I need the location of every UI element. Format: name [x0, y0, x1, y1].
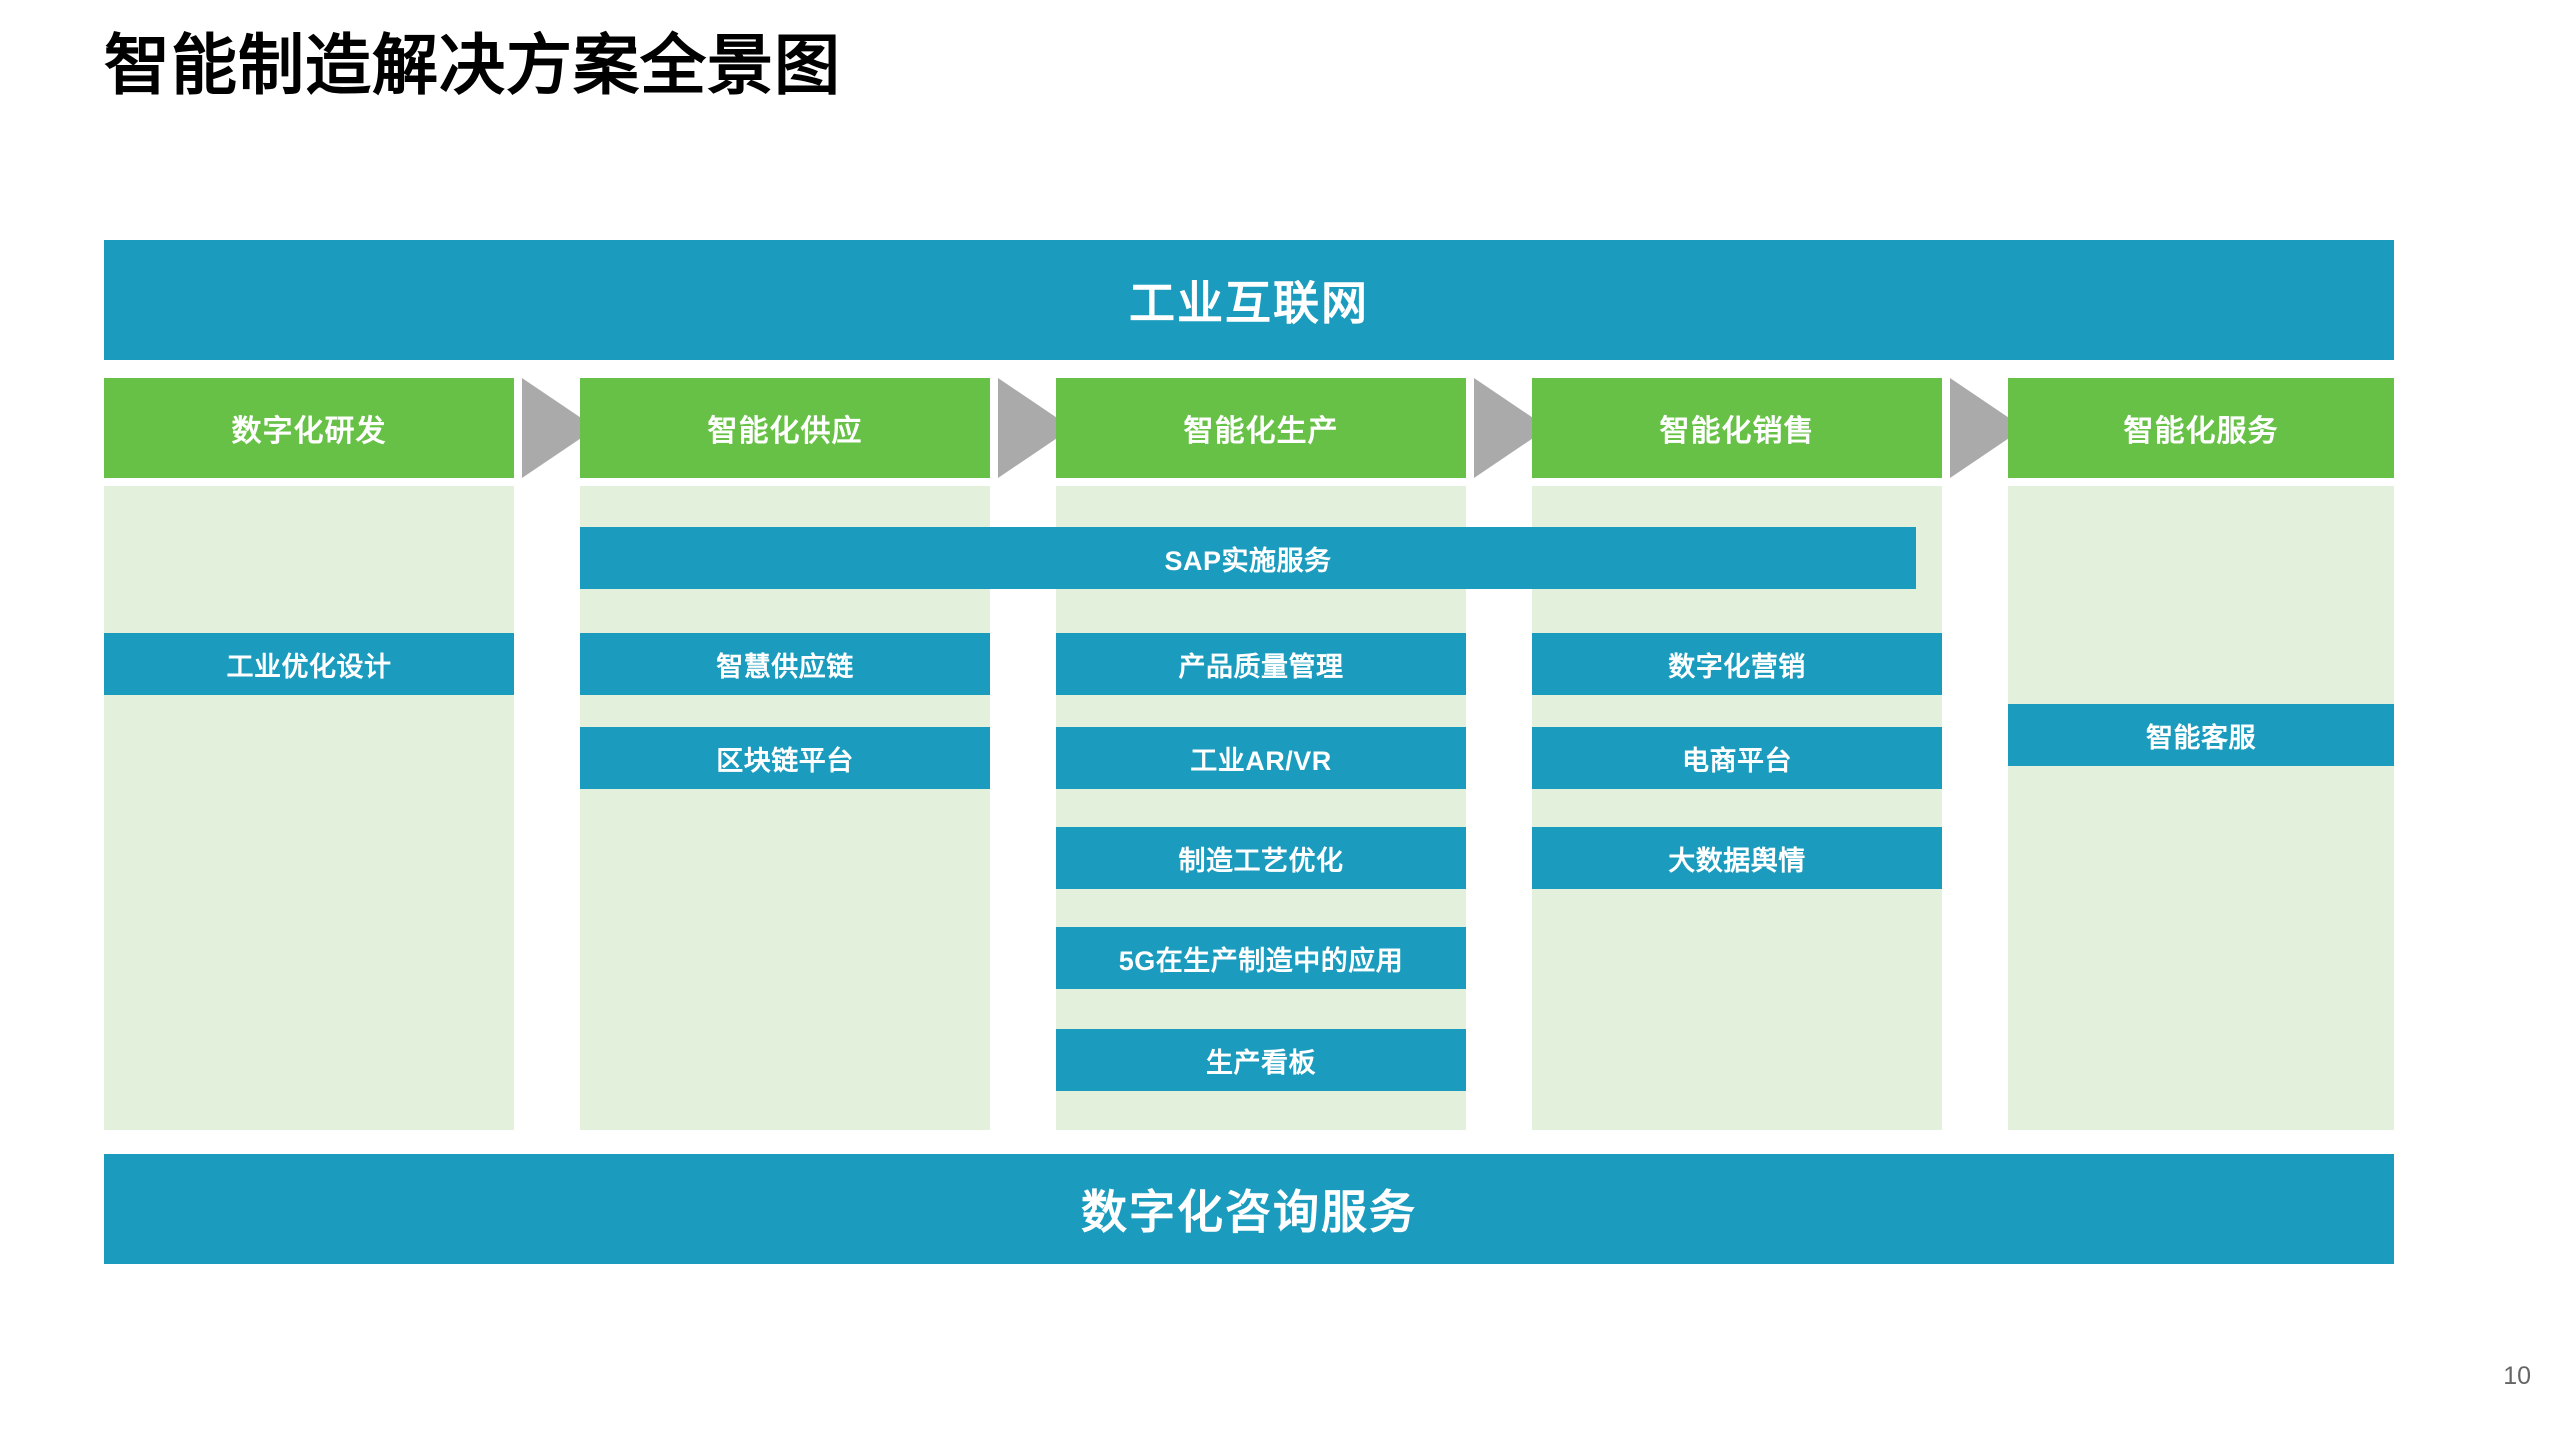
item-5g-in-manufacturing[interactable]: 5G在生产制造中的应用 — [1056, 927, 1466, 989]
item-product-quality-management[interactable]: 产品质量管理 — [1056, 633, 1466, 695]
column-header-smart-sales[interactable]: 智能化销售 — [1532, 378, 1942, 478]
item-ecommerce-platform[interactable]: 电商平台 — [1532, 727, 1942, 789]
column-header-label: 数字化研发 — [231, 415, 387, 448]
item-label: 智能客服 — [2146, 722, 2256, 753]
arrow-right-icon-2 — [998, 378, 1072, 478]
page-number: 10 — [2503, 1362, 2531, 1390]
item-label: 区块链平台 — [716, 745, 854, 776]
industrial-internet-band-label: 工业互联网 — [1129, 277, 1369, 329]
column-body-smart-supply — [580, 486, 990, 1130]
item-industrial-ar-vr[interactable]: 工业AR/VR — [1056, 727, 1466, 789]
item-label: 生产看板 — [1206, 1047, 1316, 1078]
column-header-digital-rnd[interactable]: 数字化研发 — [104, 378, 514, 478]
item-production-dashboard[interactable]: 生产看板 — [1056, 1029, 1466, 1091]
digital-consulting-band-label: 数字化咨询服务 — [1081, 1186, 1417, 1238]
column-body-smart-service — [2008, 486, 2394, 1130]
column-smart-service[interactable]: 智能化服务 智能客服 — [2008, 378, 2394, 1130]
column-smart-production[interactable]: 智能化生产 产品质量管理 工业AR/VR 制造工艺优化 5G在生产制造中的应用 … — [1056, 378, 1466, 1130]
column-digital-rnd[interactable]: 数字化研发 工业优化设计 — [104, 378, 514, 1130]
item-intelligent-customer-service[interactable]: 智能客服 — [2008, 704, 2394, 766]
industrial-internet-band: 工业互联网 — [104, 240, 2394, 360]
item-label: 工业AR/VR — [1190, 745, 1332, 776]
item-manufacturing-process-optimization[interactable]: 制造工艺优化 — [1056, 827, 1466, 889]
item-label: 制造工艺优化 — [1178, 845, 1344, 876]
sap-implementation-service-label: SAP实施服务 — [1164, 545, 1332, 576]
item-label: 产品质量管理 — [1178, 651, 1344, 682]
column-header-label: 智能化生产 — [1183, 415, 1339, 448]
item-blockchain-platform[interactable]: 区块链平台 — [580, 727, 990, 789]
column-header-smart-production[interactable]: 智能化生产 — [1056, 378, 1466, 478]
column-header-label: 智能化供应 — [707, 415, 863, 448]
digital-consulting-band: 数字化咨询服务 — [104, 1154, 2394, 1264]
item-smart-supply-chain[interactable]: 智慧供应链 — [580, 633, 990, 695]
arrow-right-icon-1 — [522, 378, 596, 478]
column-header-label: 智能化服务 — [2123, 415, 2279, 448]
item-digital-marketing[interactable]: 数字化营销 — [1532, 633, 1942, 695]
arrow-right-icon-3 — [1474, 378, 1548, 478]
column-smart-supply[interactable]: 智能化供应 智慧供应链 区块链平台 — [580, 378, 990, 1130]
column-smart-sales[interactable]: 智能化销售 数字化营销 电商平台 大数据舆情 — [1532, 378, 1942, 1130]
column-header-label: 智能化销售 — [1659, 415, 1815, 448]
item-label: 数字化营销 — [1668, 651, 1806, 682]
item-label: 5G在生产制造中的应用 — [1118, 945, 1404, 976]
item-label: 大数据舆情 — [1668, 845, 1806, 876]
value-chain-columns: 数字化研发 工业优化设计 智能化供应 智慧供应链 区块链平台 — [104, 378, 2394, 1130]
column-body-smart-sales — [1532, 486, 1942, 1130]
sap-implementation-service-bar[interactable]: SAP实施服务 — [580, 527, 1916, 589]
item-label: 智慧供应链 — [716, 651, 854, 682]
item-label: 电商平台 — [1682, 745, 1792, 776]
item-big-data-public-opinion[interactable]: 大数据舆情 — [1532, 827, 1942, 889]
item-label: 工业优化设计 — [226, 651, 392, 682]
column-header-smart-service[interactable]: 智能化服务 — [2008, 378, 2394, 478]
arrow-right-icon-4 — [1950, 378, 2024, 478]
column-body-digital-rnd — [104, 486, 514, 1130]
item-industrial-optimization-design[interactable]: 工业优化设计 — [104, 633, 514, 695]
column-header-smart-supply[interactable]: 智能化供应 — [580, 378, 990, 478]
column-body-smart-production — [1056, 486, 1466, 1130]
page-title: 智能制造解决方案全景图 — [104, 28, 841, 102]
